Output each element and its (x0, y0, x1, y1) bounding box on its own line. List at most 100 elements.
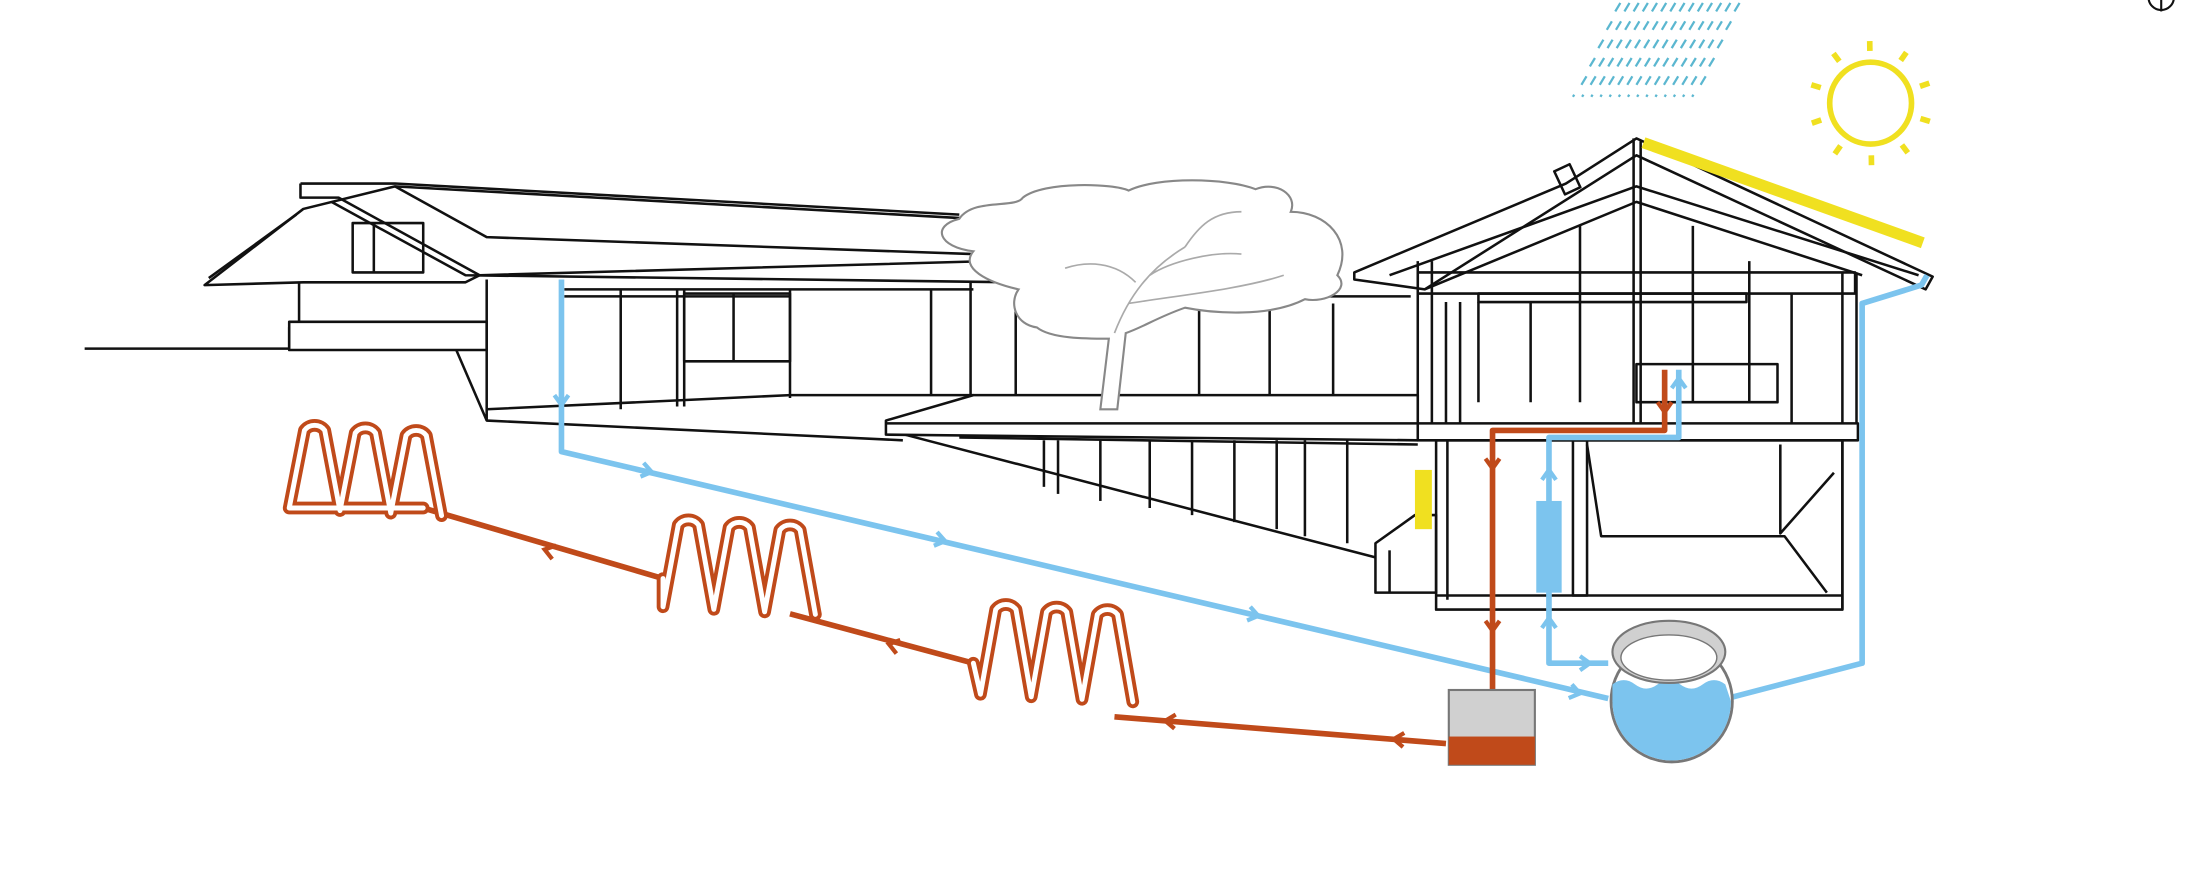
rain-drop (1597, 39, 1605, 49)
rain-drop (1642, 20, 1650, 31)
rain-drop (1672, 75, 1680, 86)
rain-drop (1634, 57, 1642, 68)
rain-drop (1571, 94, 1576, 98)
rain-drop (1678, 2, 1686, 13)
rain-drop (1670, 20, 1678, 31)
rain-drop (1617, 94, 1622, 98)
rain-drop (1616, 57, 1624, 68)
solar-panel-roof (1641, 137, 1925, 249)
flow-arrow-icon (552, 393, 571, 409)
sun-ray (1919, 80, 1931, 89)
flow-arrow-icon (1540, 466, 1558, 482)
ground-coil-inner (660, 517, 818, 617)
rain-drop (1632, 2, 1640, 13)
rain-drop (1670, 39, 1678, 49)
sun-ray (1810, 82, 1822, 91)
sun-ray (1899, 143, 1911, 155)
flow-arrow-icon (639, 461, 656, 479)
rain-drop (1605, 20, 1613, 31)
rain-drop (1689, 39, 1697, 49)
rain-drop (1698, 57, 1706, 68)
rain-drop (1654, 94, 1658, 98)
rain-drop (1615, 39, 1623, 49)
flow-arrow-icon (1390, 731, 1406, 749)
rain-drop (1682, 94, 1686, 98)
rainwater-pipe (558, 273, 1930, 702)
rain-drop (1598, 75, 1606, 86)
flow-arrow-icon (1483, 619, 1502, 635)
rain-drop (1696, 2, 1704, 13)
flow-arrow-icon (1540, 614, 1558, 630)
sun-ray (1919, 115, 1931, 125)
rain-drop (1581, 94, 1585, 98)
sun-ray (1831, 51, 1842, 64)
rain-drop (1651, 20, 1659, 31)
sun-ray (1832, 144, 1843, 156)
rain-drop (1660, 20, 1668, 31)
rain-drop (1617, 75, 1625, 86)
rain-drop (1724, 2, 1732, 13)
rain-drop (1599, 94, 1603, 98)
rain-drop (1608, 94, 1612, 98)
rain-drop (1614, 2, 1622, 13)
ground-coil (967, 598, 1140, 709)
rain-icon (1571, 2, 1741, 98)
rain-drop (1623, 2, 1631, 13)
rain-drop (1643, 39, 1651, 49)
rain-drop (1634, 39, 1642, 49)
rain-drop (1681, 75, 1689, 86)
rain-drop (1733, 2, 1741, 13)
flow-arrow-icon (1655, 400, 1674, 416)
rain-drop (1589, 75, 1597, 86)
geothermal-loop (282, 369, 1668, 747)
rain-drop (1626, 94, 1631, 98)
rain-drop (1707, 39, 1715, 49)
rain-drop (1644, 75, 1652, 86)
rain-drop (1679, 20, 1687, 31)
rain-drop (1635, 75, 1643, 86)
rain-drop (1698, 39, 1706, 49)
rain-drop (1705, 2, 1714, 13)
rain-drop (1641, 2, 1649, 13)
rain-drop (1715, 20, 1723, 31)
left-house (203, 182, 1016, 421)
flow-arrow-icon (885, 638, 902, 655)
rain-drop (1588, 57, 1596, 68)
rain-drop (1680, 57, 1688, 68)
rain-drop (1699, 75, 1707, 86)
heat-pump-unit (1447, 688, 1536, 766)
rain-drop (1643, 57, 1651, 68)
rain-drop (1716, 39, 1724, 49)
sun-ray (1898, 50, 1909, 63)
rain-drop (1662, 57, 1670, 68)
rain-drop (1706, 20, 1714, 31)
ground-coil (282, 419, 448, 522)
rain-drop (1708, 57, 1716, 68)
flow-arrow-icon (1669, 374, 1688, 390)
rain-drop (1725, 20, 1733, 31)
ground-coil-inner (286, 422, 445, 519)
rain-drop (1691, 94, 1695, 98)
rain-drop (1624, 39, 1632, 49)
rain-drop (1607, 75, 1615, 86)
rain-drop (1661, 39, 1669, 49)
rain-drop (1598, 57, 1606, 68)
rain-drop (1679, 39, 1687, 49)
sun-icon (1810, 41, 1931, 166)
water-tank (1609, 619, 1734, 764)
flow-arrow-icon (933, 530, 949, 548)
rain-drop (1653, 75, 1661, 86)
solar-panel-wall (1414, 469, 1432, 530)
rain-drop (1660, 2, 1668, 13)
rain-drop (1697, 20, 1705, 31)
rain-drop (1662, 75, 1670, 86)
rain-drop (1689, 57, 1697, 68)
rain-drop (1624, 20, 1632, 31)
rain-drop (1626, 75, 1634, 86)
rain-drop (1590, 94, 1594, 98)
rain-drop (1663, 94, 1667, 98)
flow-arrow-icon (1578, 654, 1594, 672)
tree (940, 179, 1344, 411)
rain-drop (1653, 57, 1661, 68)
